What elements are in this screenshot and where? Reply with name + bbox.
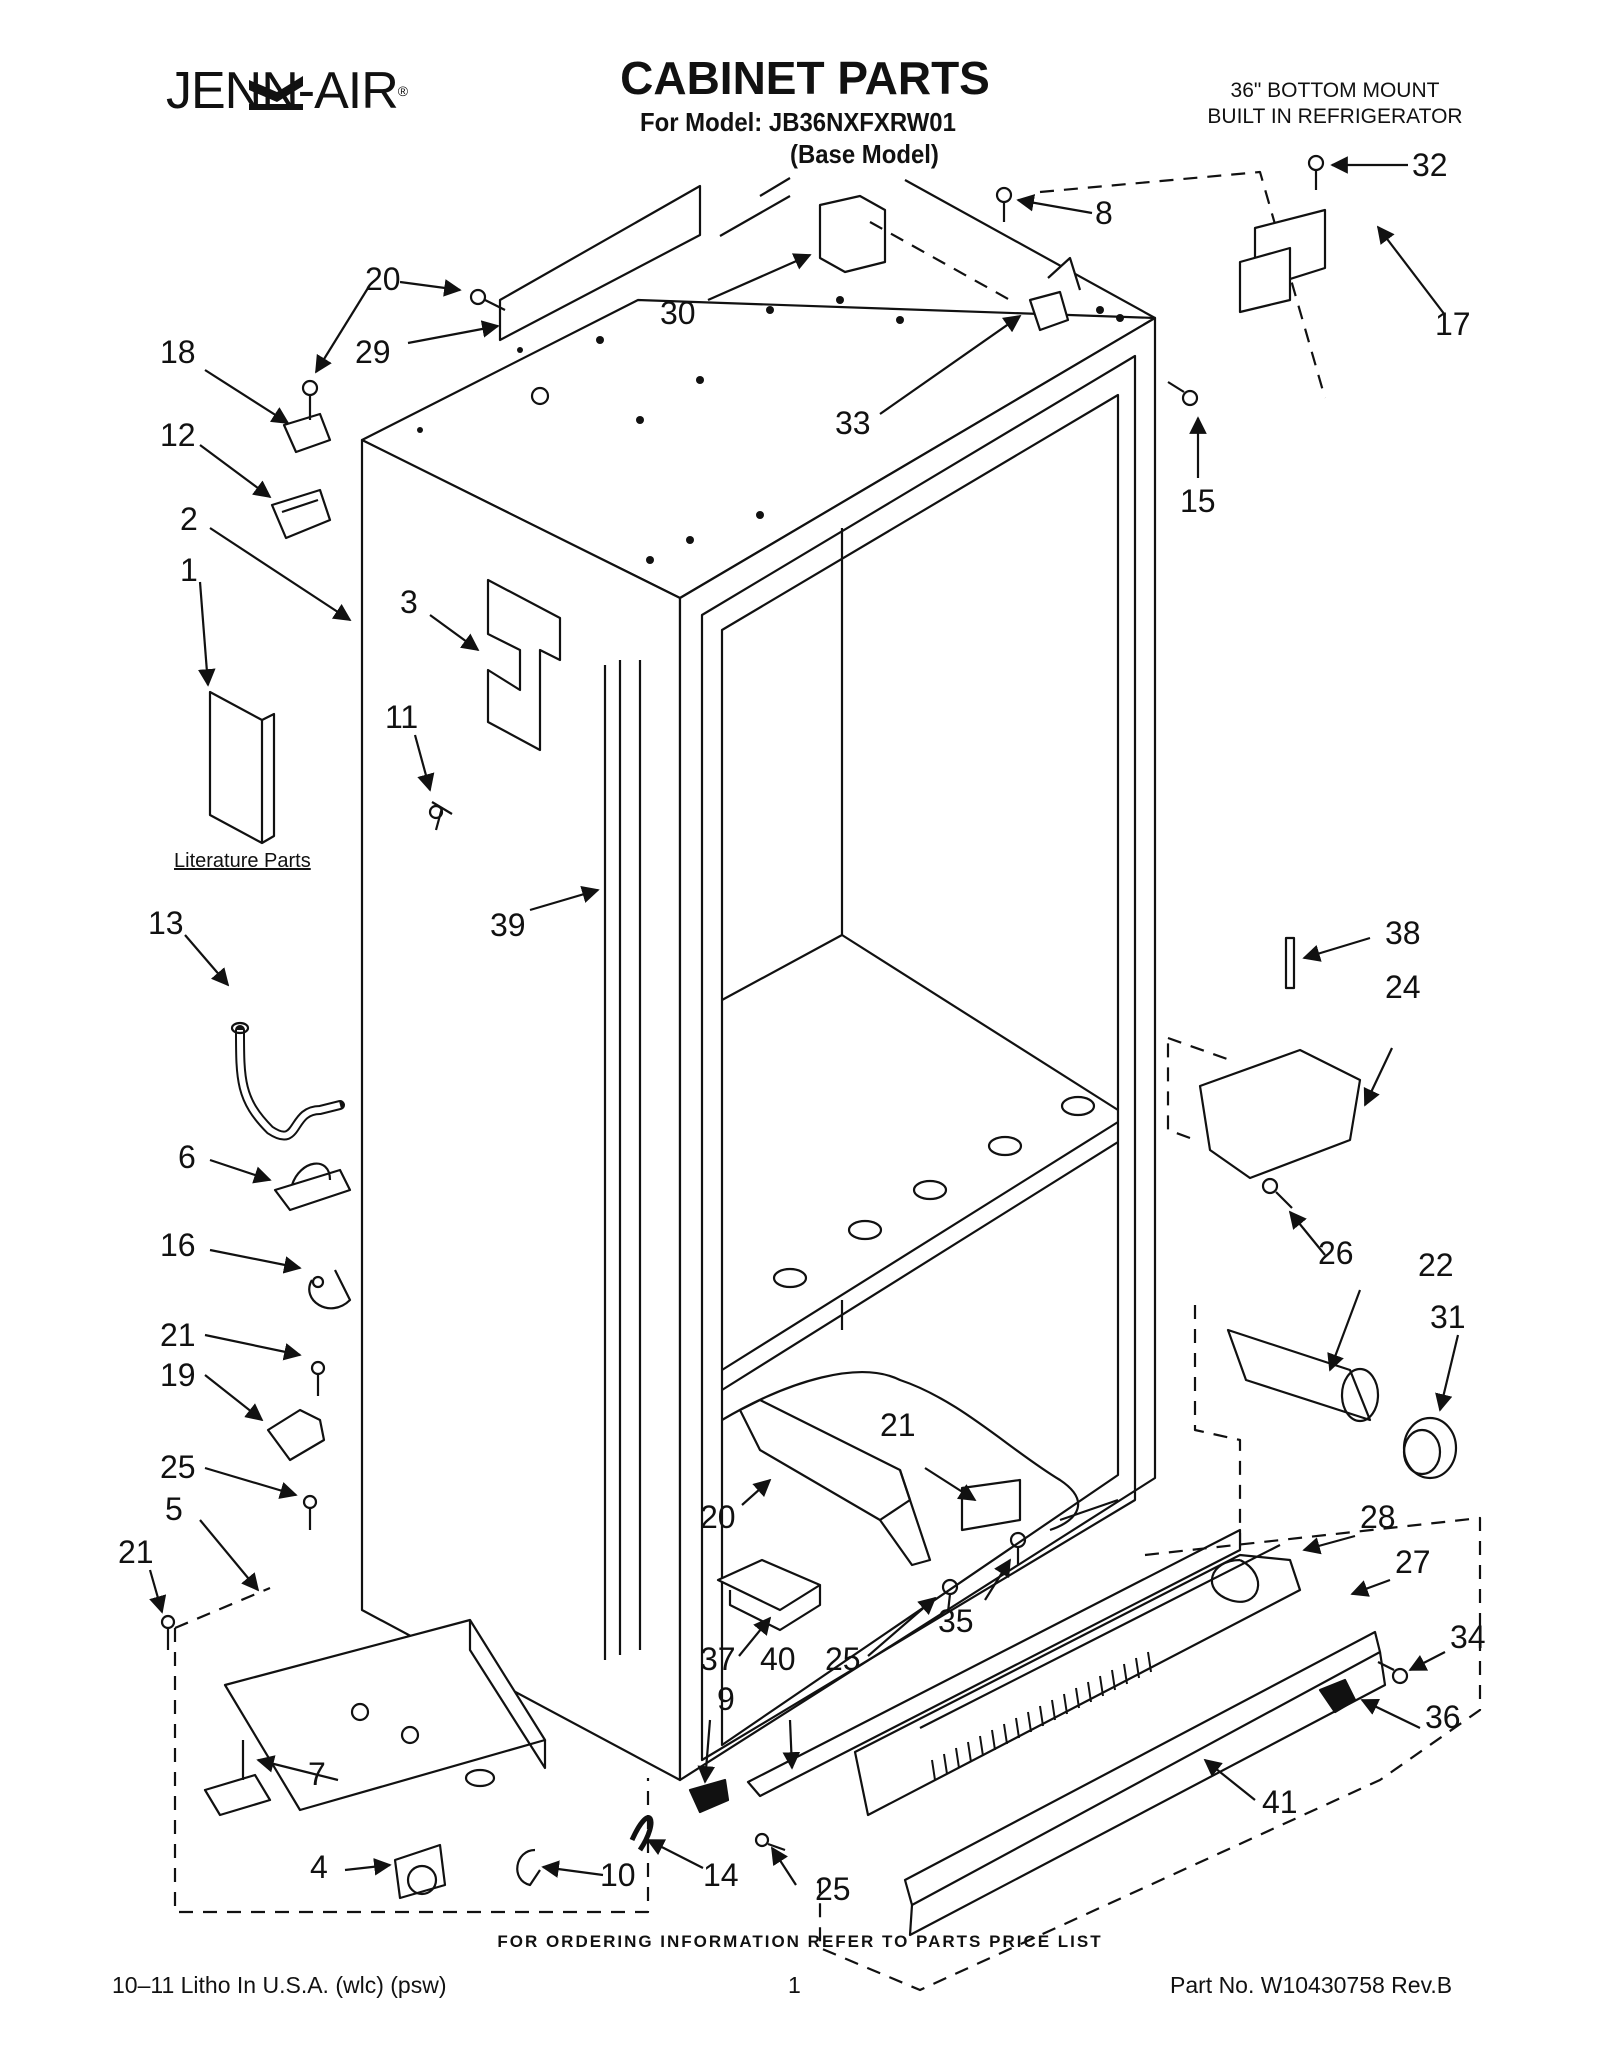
callout-23: 21 (880, 1407, 916, 1443)
callout-40: 40 (760, 1641, 796, 1677)
cabinet-floor-holes (772, 1095, 1096, 1289)
toe-grille-assembly (746, 1516, 1482, 1992)
ordering-note: FOR ORDERING INFORMATION REFER TO PARTS … (497, 1932, 1103, 1951)
brand-logo-mark (249, 76, 303, 110)
literature-parts-label: Literature Parts (174, 850, 311, 872)
callout-34: 34 (1450, 1619, 1486, 1655)
callout-2: 2 (180, 501, 198, 537)
callout-4: 4 (310, 1849, 328, 1885)
callout-25: 25 (815, 1871, 851, 1907)
callout-29: 29 (355, 334, 391, 370)
callout-39: 39 (490, 907, 526, 943)
callout-20: 20 (700, 1499, 736, 1535)
callout-24: 24 (1385, 969, 1421, 1005)
callout-5: 5 (165, 1491, 183, 1527)
callout-3: 3 (400, 584, 418, 620)
callout-22: 22 (1418, 1247, 1454, 1283)
callout-8: 8 (1095, 195, 1113, 231)
page-number: 1 (788, 1972, 801, 1998)
callout-37: 37 (700, 1641, 736, 1677)
callout-14: 14 (703, 1857, 739, 1893)
water-filter-22 (1226, 1328, 1372, 1422)
part-number: Part No. W10430758 Rev.B (1170, 1972, 1453, 1998)
cabinet-body (360, 177, 1157, 1782)
bracket-3 (486, 578, 562, 752)
callout-17: 17 (1435, 306, 1471, 342)
callout-21: 21 (118, 1534, 154, 1570)
product-description-line-1: 36" BOTTOM MOUNT (1230, 79, 1440, 102)
callout-31: 31 (1430, 1299, 1466, 1335)
callout-35: 35 (938, 1603, 974, 1639)
callout-33: 33 (835, 405, 871, 441)
callout-15: 15 (1180, 483, 1216, 519)
literature-booklet-icon (208, 690, 276, 845)
callout-11: 11 (385, 699, 419, 735)
callout-41: 41 (1262, 1784, 1298, 1820)
callout-27: 27 (1395, 1544, 1431, 1580)
callout-26: 26 (1318, 1235, 1354, 1271)
callout-16: 16 (160, 1227, 196, 1263)
cabinet-top-holes (417, 296, 1124, 564)
callout-12: 12 (160, 417, 196, 453)
callout-36: 36 (1425, 1699, 1461, 1735)
callout-38: 38 (1385, 915, 1421, 951)
callout-28: 28 (1360, 1499, 1396, 1535)
callout-25: 25 (160, 1449, 196, 1485)
callout-32: 32 (1412, 147, 1448, 183)
brand-name: JENN-AIR® (166, 62, 408, 120)
callout-21: 20 (365, 261, 401, 297)
litho-info: 10–11 Litho In U.S.A. (wlc) (psw) (112, 1972, 447, 1998)
callout-18: 18 (160, 334, 196, 370)
callout-7: 7 (308, 1756, 326, 1792)
callout-19: 19 (160, 1357, 196, 1393)
grille-slots (931, 1651, 1152, 1781)
callout-30: 30 (660, 295, 696, 331)
page-title: CABINET PARTS (620, 52, 990, 104)
callout-10: 10 (600, 1857, 636, 1893)
product-description-line-2: BUILT IN REFRIGERATOR (1207, 105, 1463, 128)
base-model-line: (Base Model) (790, 139, 939, 169)
callout-25: 25 (825, 1641, 861, 1677)
callout-21: 21 (160, 1317, 196, 1353)
model-line: For Model: JB36NXFXRW01 (640, 107, 956, 137)
water-tube-13 (235, 1025, 345, 1141)
callout-13: 13 (148, 905, 184, 941)
callout-9: 9 (717, 1681, 735, 1717)
callout-6: 6 (178, 1139, 196, 1175)
callout-1: 1 (180, 552, 198, 588)
